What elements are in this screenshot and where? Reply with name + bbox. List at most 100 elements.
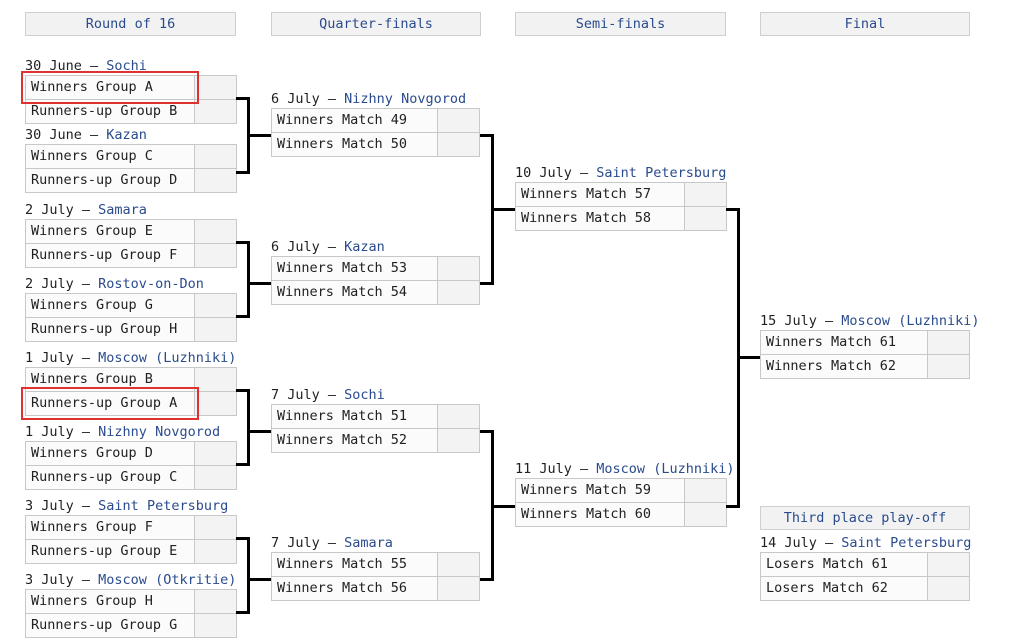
team-name-cell[interactable]: Winners Match 53	[271, 256, 438, 281]
match-venue-link[interactable]: Moscow (Luzhniki)	[596, 461, 735, 477]
conn-r16-5-6-qf3-stub-top	[236, 389, 250, 392]
team-name-cell[interactable]: Winners Match 50	[271, 132, 438, 157]
match-row: Winners Match 56	[271, 576, 480, 601]
conn-r16-3-4-qf2-stub-top	[236, 241, 250, 244]
match-venue-link[interactable]: Kazan	[344, 239, 385, 255]
team-score-cell	[195, 465, 237, 490]
match-venue-link[interactable]: Moscow (Luzhniki)	[98, 350, 237, 366]
team-name-cell[interactable]: Winners Match 60	[515, 502, 685, 527]
match-meta-r16-m5: 1 July – Moscow (Luzhniki)	[25, 349, 236, 367]
match-venue-link[interactable]: Saint Petersburg	[98, 498, 229, 514]
team-name-cell[interactable]: Winners Match 58	[515, 206, 685, 231]
match-venue-link[interactable]: Nizhny Novgorod	[344, 91, 467, 107]
match-date: 2 July	[25, 202, 74, 218]
match-date: 7 July	[271, 387, 320, 403]
team-name-cell[interactable]: Runners-up Group C	[25, 465, 195, 490]
team-score-cell	[438, 132, 480, 157]
team-name-cell[interactable]: Losers Match 61	[760, 552, 928, 577]
match-row: Winners Group E	[25, 219, 237, 244]
team-name-cell[interactable]: Winners Group D	[25, 441, 195, 466]
match-row: Runners-up Group C	[25, 465, 237, 490]
team-name-cell[interactable]: Winners Match 51	[271, 404, 438, 429]
team-score-cell	[438, 404, 480, 429]
team-name-cell[interactable]: Winners Group F	[25, 515, 195, 540]
team-name-cell[interactable]: Runners-up Group G	[25, 613, 195, 638]
match-row: Winners Match 54	[271, 280, 480, 305]
team-name-cell[interactable]: Winners Match 52	[271, 428, 438, 453]
match-venue-link[interactable]: Nizhny Novgorod	[98, 424, 221, 440]
match-venue-link[interactable]: Saint Petersburg	[841, 535, 972, 551]
team-name-cell[interactable]: Winners Group C	[25, 144, 195, 169]
team-name-cell[interactable]: Winners Match 61	[760, 330, 928, 355]
conn-qf-3-4-sf2-stub-out	[491, 505, 515, 508]
match-date: 10 July	[515, 165, 572, 181]
meta-dash: –	[73, 498, 99, 514]
team-score-cell	[195, 367, 237, 392]
conn-r16-5-6-qf3-stub-bot	[236, 463, 250, 466]
conn-r16-5-6-qf3-stub-out	[247, 430, 271, 433]
team-name-cell[interactable]: Losers Match 62	[760, 576, 928, 601]
match-date: 15 July	[760, 313, 817, 329]
match-venue-link[interactable]: Saint Petersburg	[596, 165, 727, 181]
team-score-cell	[195, 168, 237, 193]
match-row: Runners-up Group D	[25, 168, 237, 193]
match-venue-link[interactable]: Sochi	[344, 387, 385, 403]
team-name-cell[interactable]: Winners Match 57	[515, 182, 685, 207]
team-name-cell[interactable]: Winners Group G	[25, 293, 195, 318]
match-date: 3 July	[25, 572, 74, 588]
match-venue-link[interactable]: Moscow (Otkritie)	[98, 572, 237, 588]
match-row: Winners Group G	[25, 293, 237, 318]
match-venue-link[interactable]: Kazan	[106, 127, 147, 143]
conn-r16-7-8-qf4-stub-top	[236, 537, 250, 540]
meta-dash: –	[571, 461, 597, 477]
match-meta-r16-m4: 2 July – Rostov-on-Don	[25, 275, 204, 293]
team-score-cell	[195, 613, 237, 638]
match-date: 1 July	[25, 350, 74, 366]
team-name-cell[interactable]: Winners Group B	[25, 367, 195, 392]
team-name-cell[interactable]: Winners Match 59	[515, 478, 685, 503]
match-venue-link[interactable]: Samara	[98, 202, 147, 218]
team-name-cell[interactable]: Runners-up Group H	[25, 317, 195, 342]
match-venue-link[interactable]: Moscow (Luzhniki)	[841, 313, 980, 329]
team-name-cell[interactable]: Runners-up Group F	[25, 243, 195, 268]
team-name-cell[interactable]: Runners-up Group D	[25, 168, 195, 193]
team-score-cell	[195, 144, 237, 169]
match-meta-qf-m2: 6 July – Kazan	[271, 238, 385, 256]
team-name-cell[interactable]: Winners Match 56	[271, 576, 438, 601]
match-row: Runners-up Group E	[25, 539, 237, 564]
match-row: Runners-up Group F	[25, 243, 237, 268]
team-name-cell[interactable]: Winners Group A	[25, 75, 195, 100]
conn-r16-5-6-qf3-vertical	[247, 389, 250, 466]
team-name-cell[interactable]: Winners Group H	[25, 589, 195, 614]
team-name-cell[interactable]: Winners Group E	[25, 219, 195, 244]
match-meta-qf-m4: 7 July – Samara	[271, 534, 393, 552]
match-venue-link[interactable]: Rostov-on-Don	[98, 276, 204, 292]
team-name-cell[interactable]: Winners Match 49	[271, 108, 438, 133]
team-score-cell	[195, 391, 237, 416]
match-row: Winners Match 60	[515, 502, 727, 527]
match-meta-sf-m1: 10 July – Saint Petersburg	[515, 164, 726, 182]
match-venue-link[interactable]: Samara	[344, 535, 393, 551]
match-meta-tpp-m1: 14 July – Saint Petersburg	[760, 534, 971, 552]
team-name-cell[interactable]: Runners-up Group E	[25, 539, 195, 564]
conn-sf-1-2-final-stub-bot	[726, 505, 740, 508]
team-score-cell	[438, 552, 480, 577]
match-venue-link[interactable]: Sochi	[106, 58, 147, 74]
team-name-cell[interactable]: Winners Match 62	[760, 354, 928, 379]
team-name-cell[interactable]: Runners-up Group A	[25, 391, 195, 416]
conn-r16-1-2-qf1-stub-out	[247, 134, 271, 137]
conn-qf-1-2-sf1-stub-out	[491, 208, 515, 211]
team-name-cell[interactable]: Winners Match 54	[271, 280, 438, 305]
team-name-cell[interactable]: Winners Match 55	[271, 552, 438, 577]
team-name-cell[interactable]: Runners-up Group B	[25, 99, 195, 124]
match-meta-r16-m8: 3 July – Moscow (Otkritie)	[25, 571, 236, 589]
match-date: 7 July	[271, 535, 320, 551]
team-score-cell	[195, 219, 237, 244]
